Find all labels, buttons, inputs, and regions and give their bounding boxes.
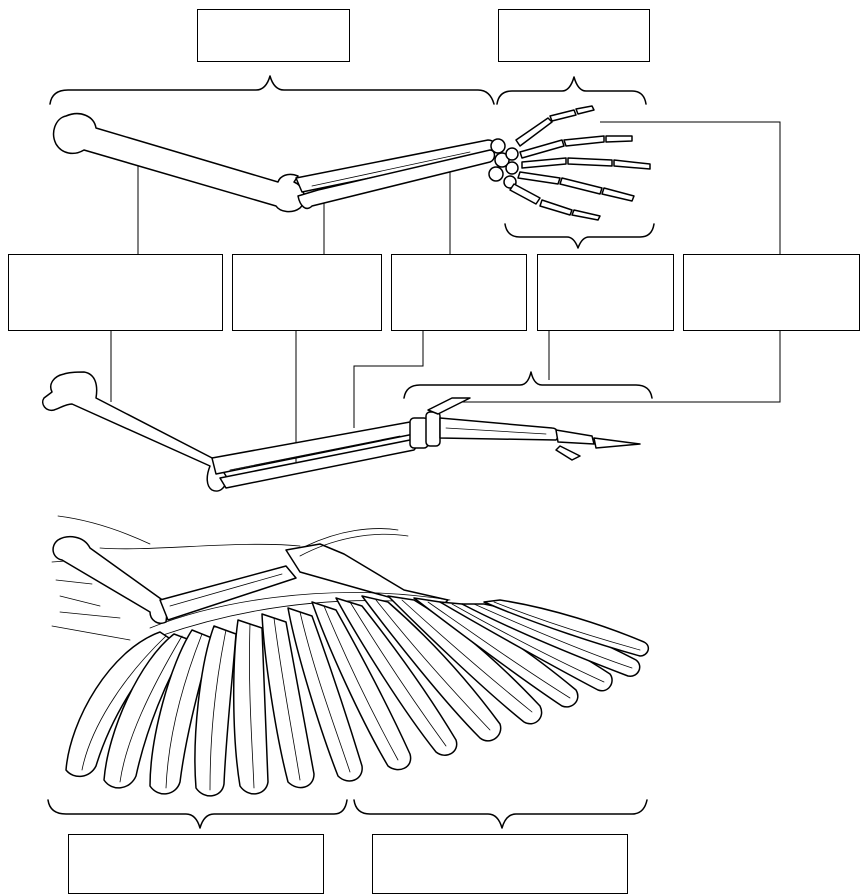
brace-top-arm	[50, 76, 494, 104]
bird-feathered-wing	[52, 516, 648, 796]
bird-wing-skeleton	[43, 372, 640, 491]
human-arm-skeleton	[54, 106, 650, 220]
brace-hand-lower	[505, 224, 654, 248]
human-humerus	[54, 114, 305, 212]
wing-humerus	[53, 537, 168, 624]
brace-mid-forearm	[404, 372, 652, 398]
human-carpals	[489, 139, 518, 188]
brace-bottom-left	[48, 800, 347, 828]
brace-top-hand	[497, 77, 646, 104]
wing-forearm	[160, 566, 296, 620]
leader-digits-mid	[455, 331, 780, 402]
human-fingers	[510, 106, 650, 220]
bird-humerus	[43, 372, 227, 491]
leader-ulna-mid	[354, 331, 423, 428]
brace-bottom-right	[354, 800, 647, 828]
